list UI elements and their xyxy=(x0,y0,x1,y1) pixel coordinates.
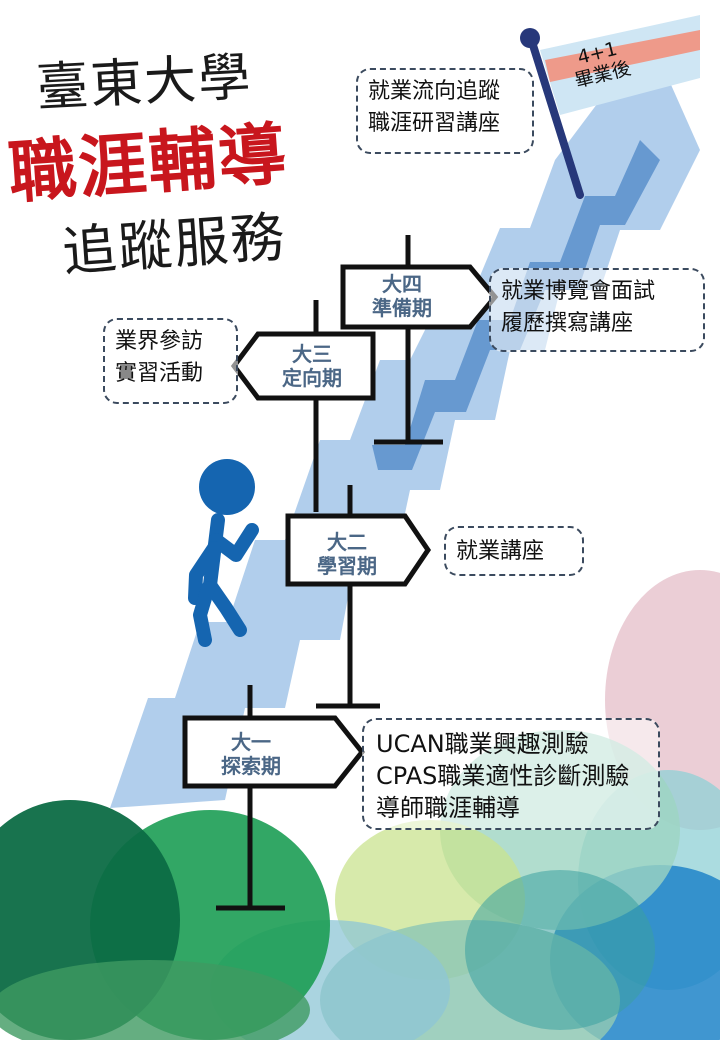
flag-icon xyxy=(520,15,700,199)
service-item: 實習活動 xyxy=(115,361,204,386)
service-item: 就業流向追蹤 xyxy=(368,79,501,104)
title-line-service: 追蹤服務 xyxy=(60,205,289,284)
service-item: CPAS職業適性診斷測驗 xyxy=(376,762,630,790)
services-year3-box: 業界參訪 實習活動 xyxy=(103,318,238,404)
service-item: 就業講座 xyxy=(456,539,545,564)
sign-year2: 大二 學習期 xyxy=(292,530,402,578)
sign-year2-line1: 大二 xyxy=(327,530,367,554)
sign-year4: 大四 準備期 xyxy=(352,272,452,320)
service-item: 導師職涯輔導 xyxy=(376,794,520,822)
sign-year4-line2: 準備期 xyxy=(372,296,432,320)
service-item: 履歷撰寫講座 xyxy=(501,311,634,336)
sign-year2-line2: 學習期 xyxy=(317,554,377,578)
service-item: UCAN職業興趣測驗 xyxy=(376,730,589,758)
service-item: 就業博覽會面試 xyxy=(501,279,656,304)
services-year1-box: UCAN職業興趣測驗 CPAS職業適性診斷測驗 導師職涯輔導 xyxy=(362,718,660,830)
service-item: 業界參訪 xyxy=(115,329,204,354)
sign-year4-line1: 大四 xyxy=(382,272,422,296)
sign-year1-line1: 大一 xyxy=(231,730,271,754)
signpost-icon xyxy=(182,235,499,911)
sign-year1: 大一 探索期 xyxy=(196,730,306,778)
services-year2-box: 就業講座 xyxy=(444,526,584,576)
stair-light xyxy=(110,60,700,808)
walking-person-icon xyxy=(188,459,259,647)
sign-year1-line2: 探索期 xyxy=(221,754,281,778)
services-graduate-box: 就業流向追蹤 職涯研習講座 xyxy=(356,68,534,154)
sign-year3-line1: 大三 xyxy=(292,342,332,366)
services-year4-box: 就業博覽會面試 履歷撰寫講座 xyxy=(489,268,705,352)
service-item: 職涯研習講座 xyxy=(368,111,501,136)
sign-year3: 大三 定向期 xyxy=(262,342,362,390)
sign-year3-line2: 定向期 xyxy=(282,366,342,390)
watercolor-blobs xyxy=(0,570,720,1040)
